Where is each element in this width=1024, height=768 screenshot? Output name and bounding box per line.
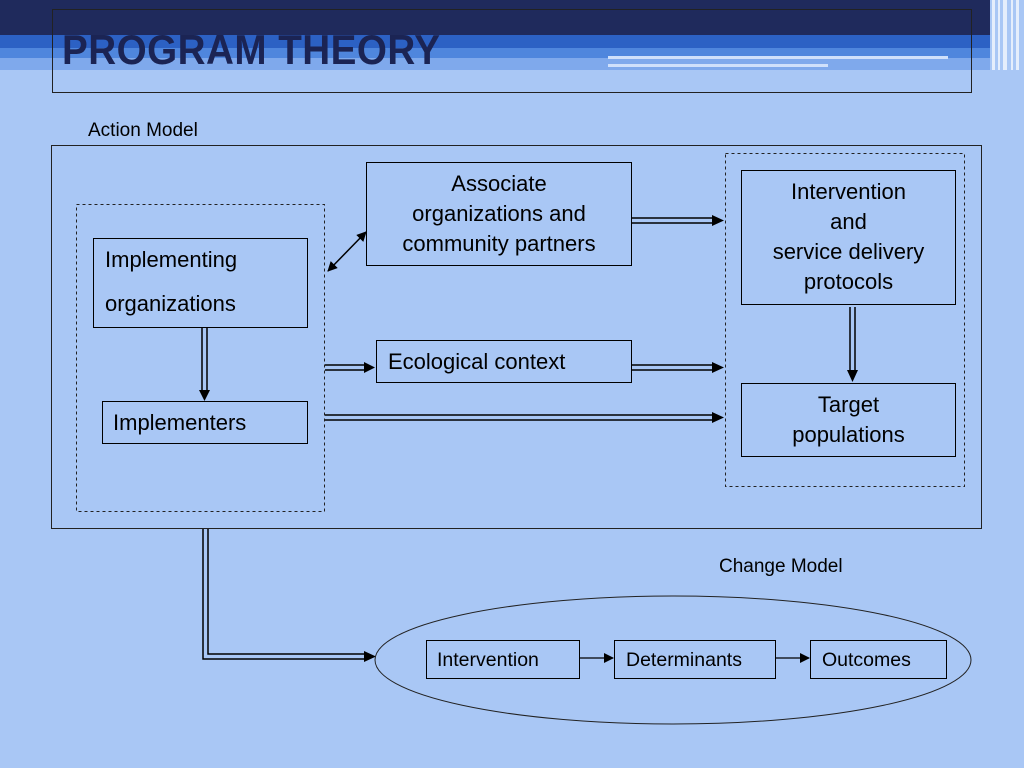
ecological-context-label: Ecological context (388, 349, 566, 374)
header-band-mid (0, 35, 1024, 48)
header-accent-lines (608, 56, 948, 67)
header-band-light (0, 48, 1024, 58)
arrow-implementers-to-delivery (325, 412, 724, 423)
arrow-associate-to-intervention (632, 215, 724, 226)
target-populations-line1: Target (817, 392, 880, 417)
change-outcomes-label: Outcomes (822, 649, 911, 671)
right-edge-stripes (990, 0, 1024, 768)
implementers-box: Implementers (102, 401, 308, 444)
associate-line2: organizations and (412, 201, 586, 226)
target-populations-box: Target populations (741, 383, 956, 457)
title-frame (52, 9, 972, 93)
arrow-group-to-ecological (325, 362, 375, 373)
header-band-dark (0, 0, 1024, 35)
action-model-label: Action Model (88, 120, 198, 141)
change-determinants-label: Determinants (626, 649, 742, 671)
intervention-protocols-line2: and (830, 209, 867, 234)
arrow-ecological-to-delivery (632, 362, 724, 373)
target-populations-line2: populations (792, 422, 905, 447)
implementing-organizations-line1: Implementing (105, 247, 238, 272)
implementing-organizations-box: Implementing organizations (93, 238, 308, 328)
slide-title: PROGRAM THEORY (62, 26, 441, 73)
associate-line3: community partners (402, 231, 596, 256)
associate-line1: Associate (451, 171, 547, 196)
action-model-frame (51, 145, 982, 529)
implementing-organizations-line2: organizations (105, 291, 236, 316)
arrow-associate-bidirectional (327, 231, 367, 272)
ecological-context-box: Ecological context (376, 340, 632, 383)
implementation-group-dashed (76, 204, 325, 512)
arrow-orgs-to-implementers (199, 327, 210, 401)
arrow-action-to-change (202, 529, 376, 662)
change-model-label: Change Model (719, 556, 843, 577)
intervention-protocols-line1: Intervention (791, 179, 906, 204)
intervention-protocols-line4: protocols (803, 269, 894, 294)
change-determinants-box: Determinants (614, 640, 776, 679)
change-intervention-box: Intervention (426, 640, 580, 679)
associate-organizations-box: Associate organizations and community pa… (366, 162, 632, 266)
change-model-ellipse (374, 595, 972, 725)
implementers-label: Implementers (113, 410, 247, 435)
change-outcomes-box: Outcomes (810, 640, 947, 679)
intervention-protocols-line3: service delivery (772, 239, 925, 264)
delivery-group-dashed (725, 153, 965, 487)
arrow-intervention-to-target (847, 307, 858, 382)
intervention-protocols-box: Intervention and service delivery protoc… (741, 170, 956, 305)
change-intervention-label: Intervention (437, 649, 539, 671)
